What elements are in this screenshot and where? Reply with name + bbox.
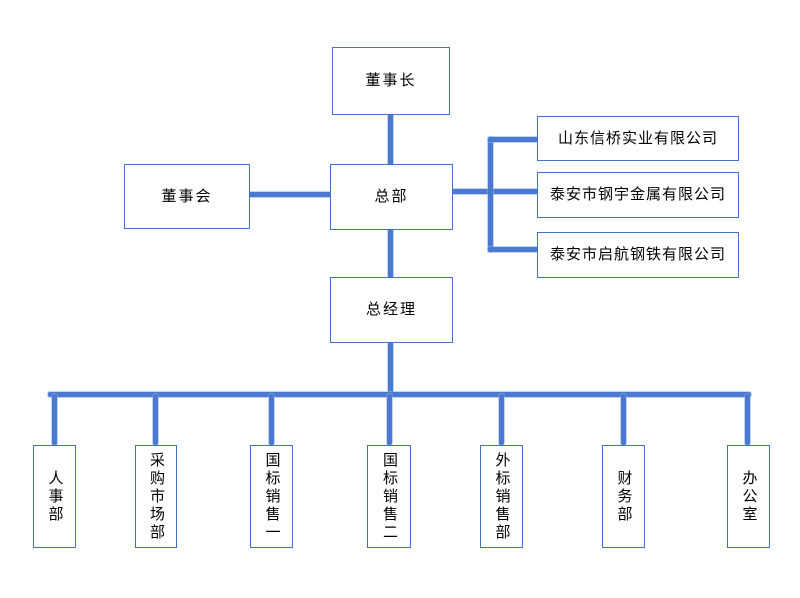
connector-gm-bus bbox=[388, 342, 393, 394]
node-label: 总部 bbox=[374, 188, 409, 205]
connector-drop-dept-3 bbox=[269, 394, 274, 445]
connector-board-hq bbox=[248, 192, 332, 197]
connector-drop-dept-5 bbox=[499, 394, 504, 445]
node-dept-1: 人事部 bbox=[33, 445, 76, 548]
connector-hq-gm bbox=[388, 228, 393, 278]
connector-chairman-hq bbox=[388, 113, 393, 166]
node-label: 财务部 bbox=[615, 469, 633, 524]
node-label: 总经理 bbox=[365, 301, 417, 318]
node-dept-6: 财务部 bbox=[602, 445, 645, 548]
connector-drop-dept-7 bbox=[745, 394, 750, 445]
connector-right-trunk bbox=[488, 137, 493, 252]
node-label: 外标销售部 bbox=[493, 451, 511, 542]
node-label: 人事部 bbox=[46, 469, 64, 524]
node-label: 办公室 bbox=[740, 469, 758, 524]
connector-trunk-company-1 bbox=[488, 137, 538, 142]
connector-drop-dept-4 bbox=[387, 394, 392, 445]
connector-trunk-company-3 bbox=[488, 247, 538, 252]
node-dept-7: 办公室 bbox=[727, 445, 770, 548]
node-dept-5: 外标销售部 bbox=[480, 445, 523, 548]
node-label: 国标销售二 bbox=[381, 451, 398, 542]
node-chairman: 董事长 bbox=[332, 47, 450, 115]
node-label: 泰安市启航钢铁有限公司 bbox=[549, 246, 726, 263]
node-label: 采购市场部 bbox=[148, 451, 165, 542]
node-headquarters: 总部 bbox=[330, 164, 453, 230]
node-company-3: 泰安市启航钢铁有限公司 bbox=[537, 232, 739, 278]
connector-bus bbox=[48, 392, 751, 397]
node-dept-3: 国标销售一 bbox=[250, 445, 293, 548]
node-label: 山东信桥实业有限公司 bbox=[557, 129, 718, 147]
connector-drop-dept-6 bbox=[621, 394, 626, 445]
connector-hq-right bbox=[451, 189, 538, 194]
node-general-manager: 总经理 bbox=[330, 277, 453, 343]
node-label: 国标销售一 bbox=[263, 451, 281, 542]
node-dept-2: 采购市场部 bbox=[135, 445, 177, 548]
connector-drop-dept-2 bbox=[153, 394, 158, 445]
node-label: 泰安市钢宇金属有限公司 bbox=[549, 186, 726, 203]
node-board: 董事会 bbox=[124, 164, 250, 229]
node-company-2: 泰安市钢宇金属有限公司 bbox=[537, 172, 739, 218]
connector-drop-dept-1 bbox=[52, 394, 57, 445]
node-dept-4: 国标销售二 bbox=[367, 445, 411, 548]
node-company-1: 山东信桥实业有限公司 bbox=[537, 116, 739, 161]
node-label: 董事会 bbox=[161, 187, 213, 205]
node-label: 董事长 bbox=[365, 72, 417, 89]
